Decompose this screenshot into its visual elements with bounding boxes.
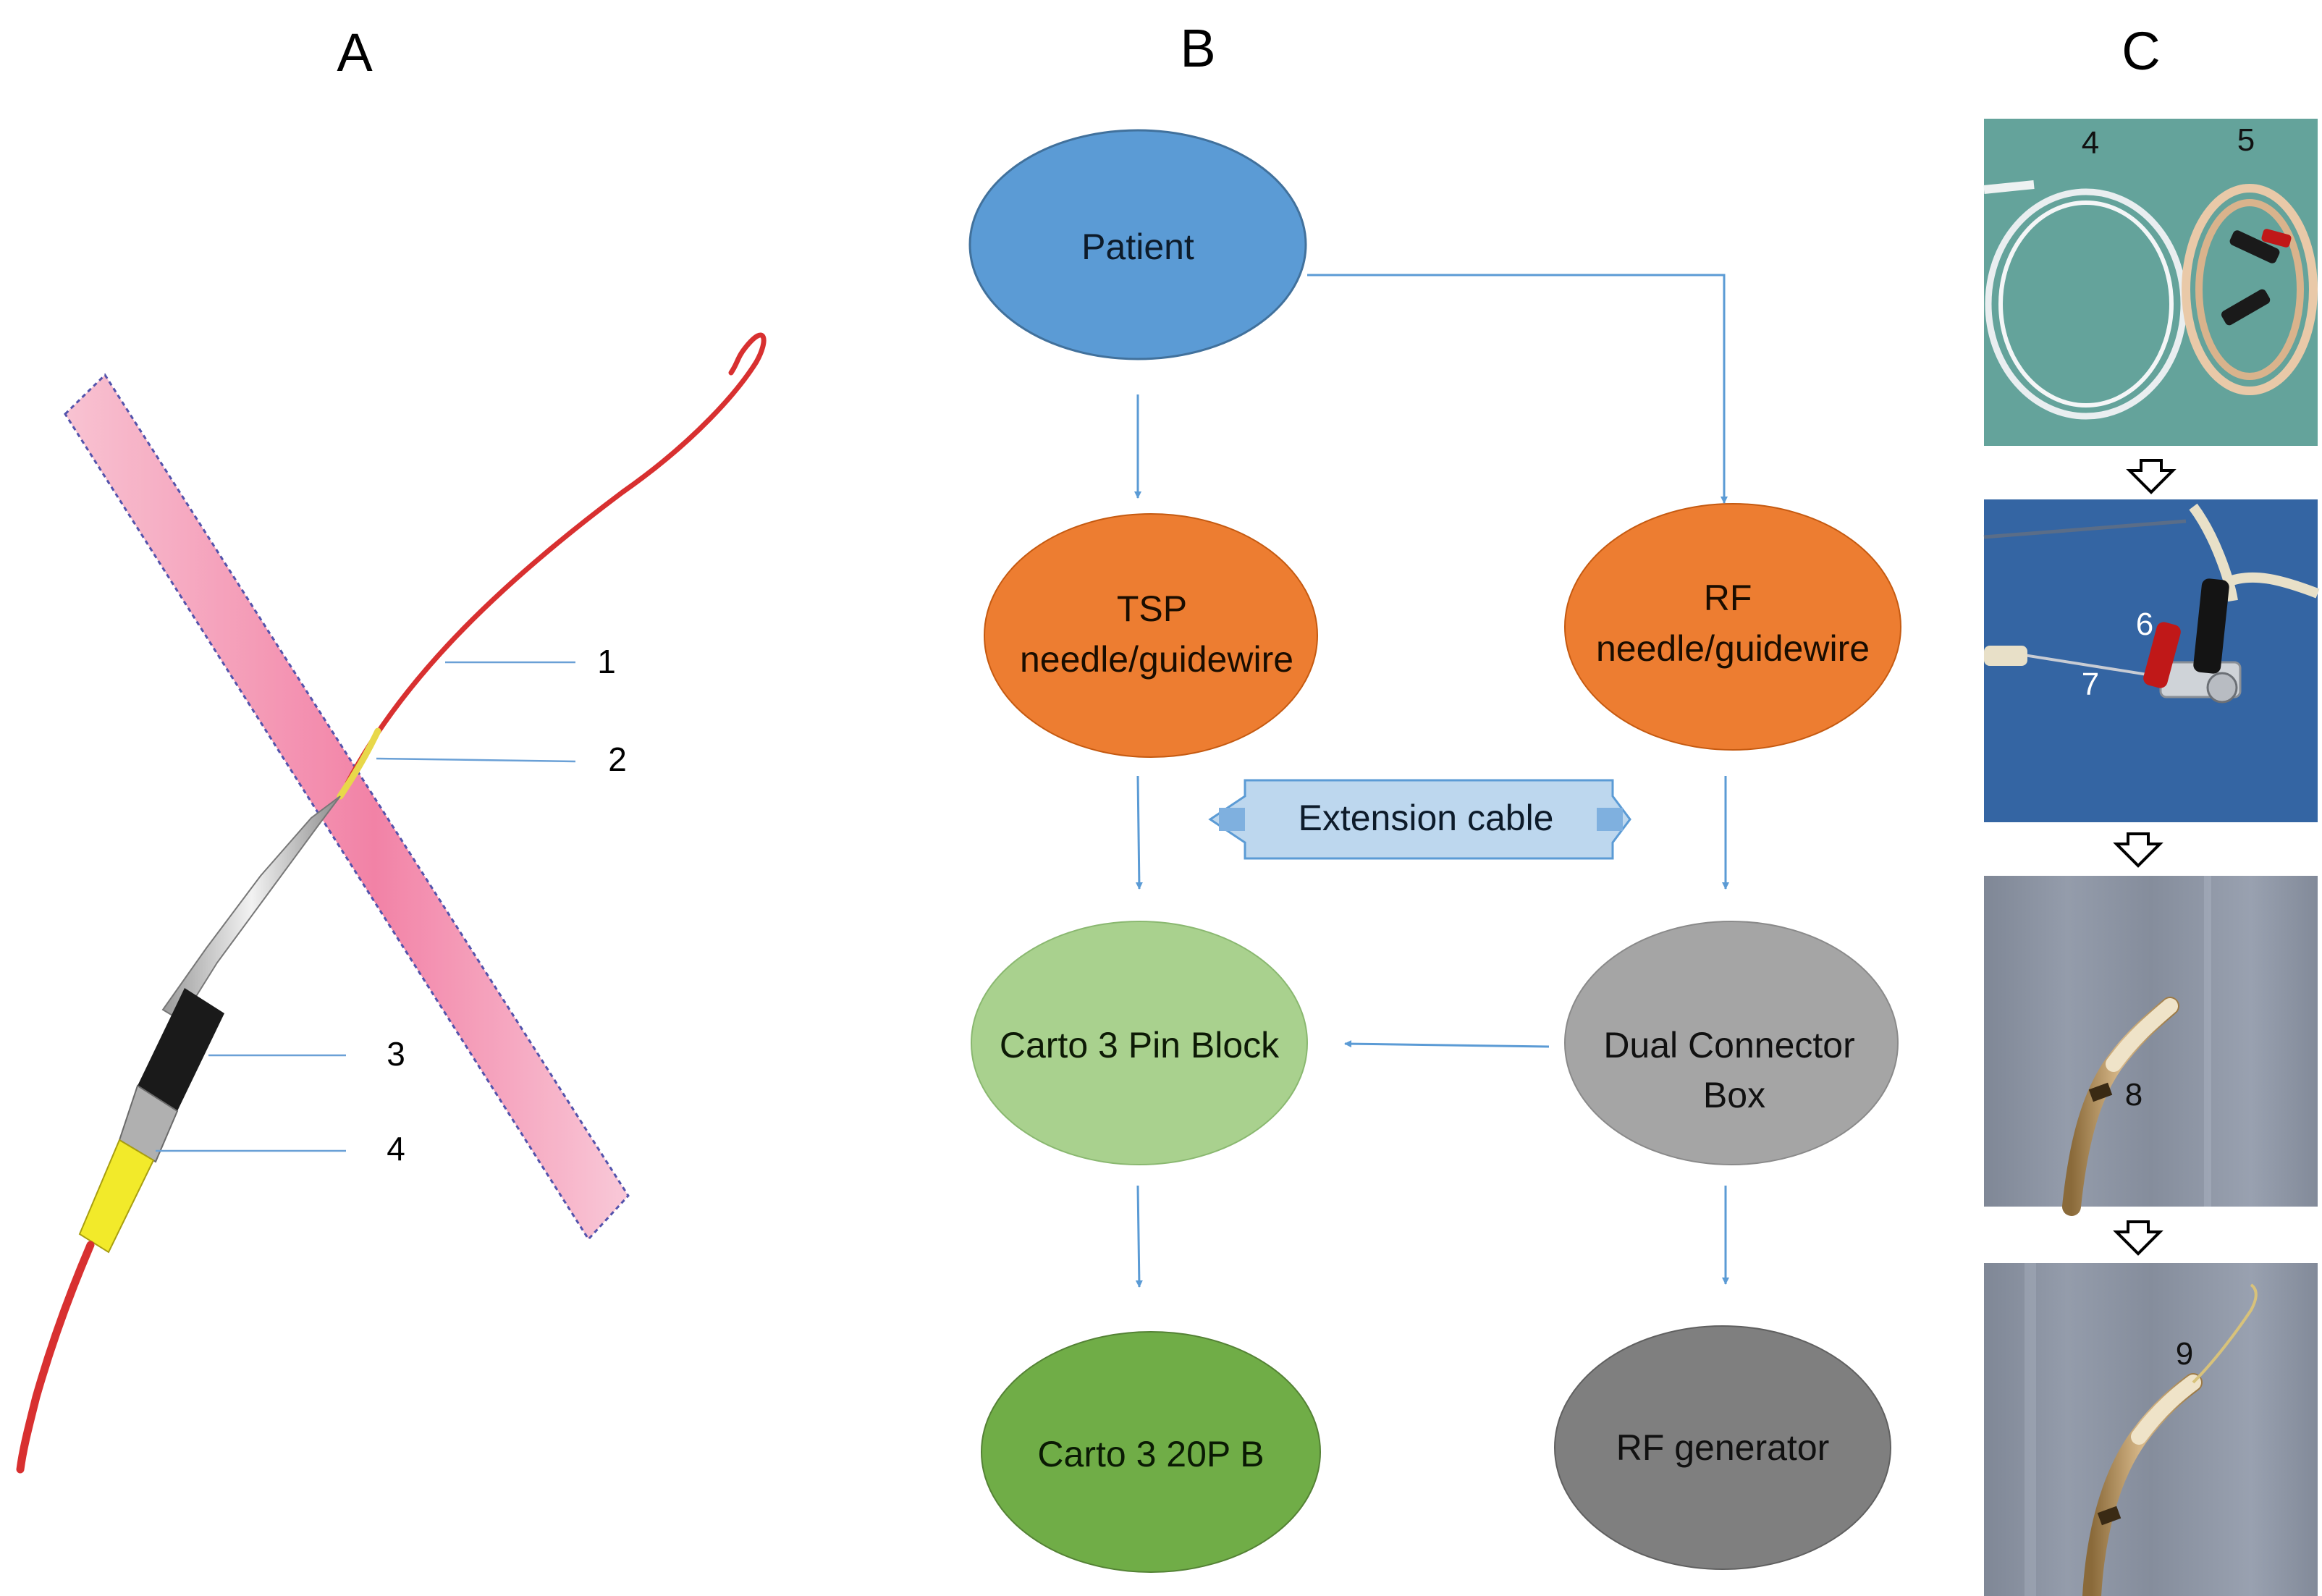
- node-tsp-needle: [984, 513, 1318, 758]
- photo-label-8: 8: [2125, 1077, 2142, 1112]
- photo-cables: 4 5: [1983, 119, 2318, 446]
- node-patient-label: Patient: [1081, 227, 1194, 267]
- node-rf-generator-label: RF generator: [1616, 1427, 1830, 1468]
- callout-line-2: [376, 757, 576, 763]
- panel-c: C 4 5: [1983, 21, 2320, 1596]
- node-tsp-needle-label: TSP needle/guidewire: [1020, 588, 1293, 680]
- photo-label-5: 5: [2237, 122, 2255, 158]
- black-clip: [2193, 578, 2229, 674]
- panel-a: A 1 2 3 4: [16, 22, 767, 1474]
- callout-label-4: 4: [387, 1130, 405, 1168]
- septum-band: [64, 373, 630, 1241]
- extension-cable-head-left: [1219, 808, 1245, 831]
- red-guidewire-distal: [345, 332, 767, 786]
- node-carto-20p: [981, 1331, 1321, 1573]
- node-carto-pin-block: [971, 921, 1308, 1165]
- panel-b: B Patient TSP needle/guidewire RF needle…: [968, 18, 1901, 1573]
- node-rf-needle-label: RF needle/guidewire: [1596, 578, 1870, 669]
- black-sleeve: [138, 988, 224, 1111]
- extension-cable-label: Extension cable: [1298, 798, 1553, 838]
- silver-hub: [118, 1084, 179, 1163]
- tan-cable-coil: [2182, 184, 2318, 395]
- extension-cable-arrow: [1208, 779, 1631, 860]
- node-dual-connector-box-label: Dual Connector Box: [1603, 1025, 1865, 1115]
- photo-sheath-curve: 8: [1984, 876, 2318, 1216]
- flow-down-arrow-2: [2113, 832, 2163, 868]
- flow-down-arrow-3: [2113, 1220, 2163, 1256]
- arrow-patient-to-rf: [1307, 274, 1728, 504]
- flow-down-arrow-1: [2126, 459, 2177, 494]
- panel-b-letter: B: [1180, 18, 1215, 78]
- photo-label-7: 7: [2082, 667, 2099, 702]
- guidewire-tip: [2192, 1283, 2258, 1384]
- photo-label-9: 9: [2176, 1336, 2193, 1372]
- arrow-dual-box-to-pin-block: [1344, 1040, 1550, 1048]
- catheter-body: [161, 795, 341, 1022]
- extension-cable-head-right: [1597, 808, 1623, 831]
- red-clip: [2143, 622, 2181, 688]
- photo-label-6: 6: [2136, 607, 2153, 642]
- arrow-tsp-to-pin-block: [1135, 775, 1143, 890]
- callout-label-2: 2: [608, 740, 627, 778]
- callout-label-1: 1: [597, 643, 616, 680]
- arrow-pin-block-to-carto20: [1135, 1185, 1143, 1288]
- node-patient: [968, 129, 1307, 360]
- red-guidewire-proximal: [16, 1241, 95, 1474]
- node-rf-generator: [1554, 1325, 1891, 1570]
- node-carto-20p-label: Carto 3 20P B: [1037, 1434, 1264, 1474]
- yellow-connector: [78, 1139, 155, 1254]
- yellow-marker-segment: [337, 727, 381, 800]
- node-rf-needle: [1564, 503, 1901, 751]
- node-dual-connector-box: [1564, 921, 1899, 1165]
- photo-sheath-wire: 9: [1984, 1263, 2318, 1596]
- panel-a-letter: A: [337, 22, 373, 83]
- photo-label-4: 4: [2082, 125, 2099, 161]
- node-carto-pin-block-label: Carto 3 Pin Block: [1000, 1025, 1280, 1065]
- panel-c-letter: C: [2122, 21, 2160, 81]
- callout-label-3: 3: [387, 1035, 405, 1073]
- photo-connector-clip: 6 7: [1983, 499, 2320, 822]
